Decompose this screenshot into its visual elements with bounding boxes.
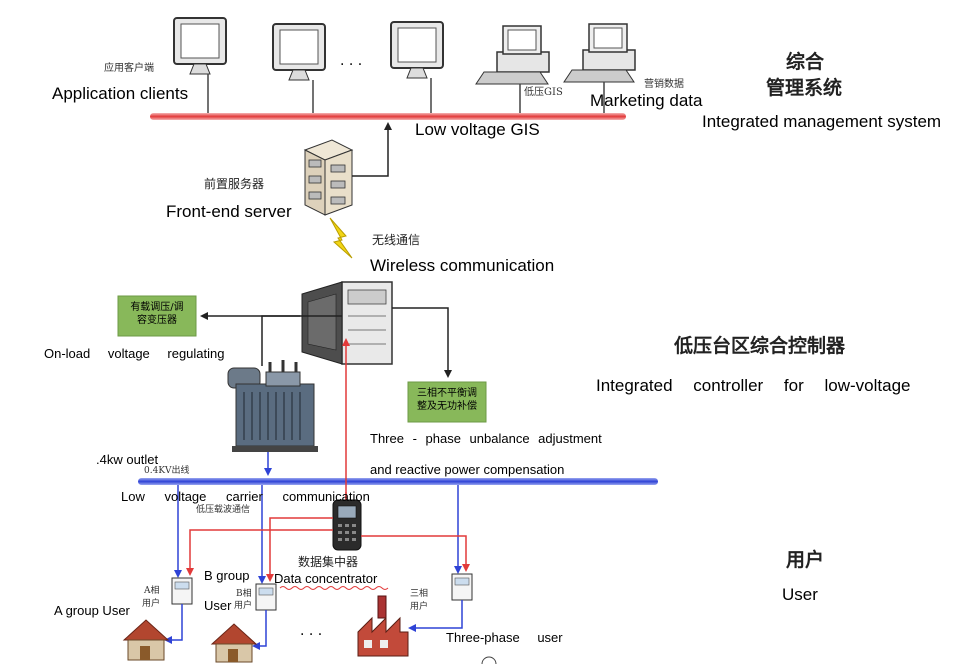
unbalance-box-line2: 整及无功补偿 — [417, 400, 477, 412]
server-to-bus-arrow — [352, 122, 392, 177]
meter-b-label-line2: 用户 — [234, 601, 253, 611]
controller-title-zh: 低压台区综合控制器 — [674, 335, 846, 357]
unbalance-box — [407, 381, 487, 423]
meter-three-label-line1: 三相 — [410, 589, 429, 599]
monitor-icon — [272, 23, 326, 81]
server-label-zh: 前置服务器 — [204, 177, 265, 191]
spellcheck-underline — [279, 586, 389, 590]
controller-title-en: Integrated controller for low-voltage — [596, 376, 911, 395]
factory-icon — [357, 595, 409, 657]
bus-to-meter-lines — [174, 485, 462, 584]
regulator-box — [117, 295, 197, 337]
marketing-label-zh: 营销数据 — [644, 79, 684, 90]
meter-icon — [171, 577, 193, 605]
unbalance-box-line1: 三相不平衡调 — [417, 388, 477, 399]
unbalance-label-en-line2: and reactive power compensation — [370, 462, 565, 477]
workstation-icon — [563, 23, 636, 83]
monitor-icon — [173, 17, 227, 75]
management-title-zh-line2: 管理系统 — [766, 77, 843, 99]
lightning-icon — [329, 217, 353, 259]
controller-to-unbalance-arrow — [392, 307, 452, 378]
outlet-label-zh: 0.4KV出线 — [144, 466, 190, 476]
client-drop-lines — [207, 74, 605, 114]
meter-icon — [451, 573, 473, 601]
regulator-label-en: On-load voltage regulating — [44, 346, 225, 361]
user-title-zh: 用户 — [786, 549, 825, 571]
user-ellipsis: · · · — [300, 627, 323, 643]
low-voltage-bus — [138, 478, 658, 485]
data-concentrator-icon — [332, 499, 362, 551]
unbalance-label-en-line1: Three - phase unbalance adjustment — [370, 431, 602, 446]
meter-to-house-lines — [164, 600, 463, 650]
server-label-en: Front-end server — [166, 202, 292, 221]
server-icon — [303, 139, 354, 216]
wireless-label-en: Wireless communication — [370, 256, 555, 275]
regulator-box-line2: 容变压器 — [137, 314, 177, 326]
gis-label-en: Low voltage GIS — [415, 120, 540, 139]
controller-to-transformer-line — [261, 315, 342, 366]
gis-label-zh: 低压GIS — [524, 87, 563, 98]
user-title-en: User — [782, 585, 818, 604]
concentrator-label-en: Data concentrator — [274, 571, 378, 586]
three-phase-label-en: Three-phase user — [446, 630, 563, 645]
house-icon — [122, 619, 170, 661]
house-icon — [210, 623, 258, 663]
a-group-label-en: A group User — [54, 603, 130, 618]
outlet-label-en: .4kw outlet — [96, 452, 159, 467]
concentrator-to-meter-lines — [186, 517, 470, 582]
monitor-icon — [390, 21, 444, 79]
transformer-icon — [227, 360, 318, 452]
concentrator-label-zh: 数据集中器 — [298, 555, 359, 569]
management-title-zh-line1: 综合 — [786, 51, 825, 73]
meter-a-label-line2: 用户 — [142, 599, 161, 609]
client-ellipsis: · · · — [340, 57, 363, 73]
carrier-label-zh: 低压载波通信 — [196, 505, 251, 515]
app-clients-label-zh: 应用客户端 — [104, 63, 154, 74]
partial-circle-icon — [481, 656, 497, 664]
controller-cabinet-icon — [301, 281, 393, 365]
b-group-label-en-line1: B group — [204, 568, 250, 583]
meter-icon — [255, 583, 277, 611]
carrier-label-en: Low voltage carrier communication — [121, 489, 370, 504]
marketing-label-en: Marketing data — [590, 91, 703, 110]
meter-a-label-line1: A相 — [144, 586, 160, 596]
b-group-label-en-line2: User — [204, 598, 232, 613]
meter-three-label-line2: 用户 — [410, 602, 429, 612]
app-clients-label-en: Application clients — [52, 84, 189, 103]
regulator-box-line1: 有载调压/调 — [130, 302, 184, 313]
wireless-label-zh: 无线通信 — [372, 233, 421, 247]
management-title-en: Integrated management system — [702, 112, 942, 131]
workstation-icon — [475, 25, 550, 85]
meter-b-label-line1: B相 — [236, 589, 252, 599]
management-bus — [150, 113, 626, 120]
